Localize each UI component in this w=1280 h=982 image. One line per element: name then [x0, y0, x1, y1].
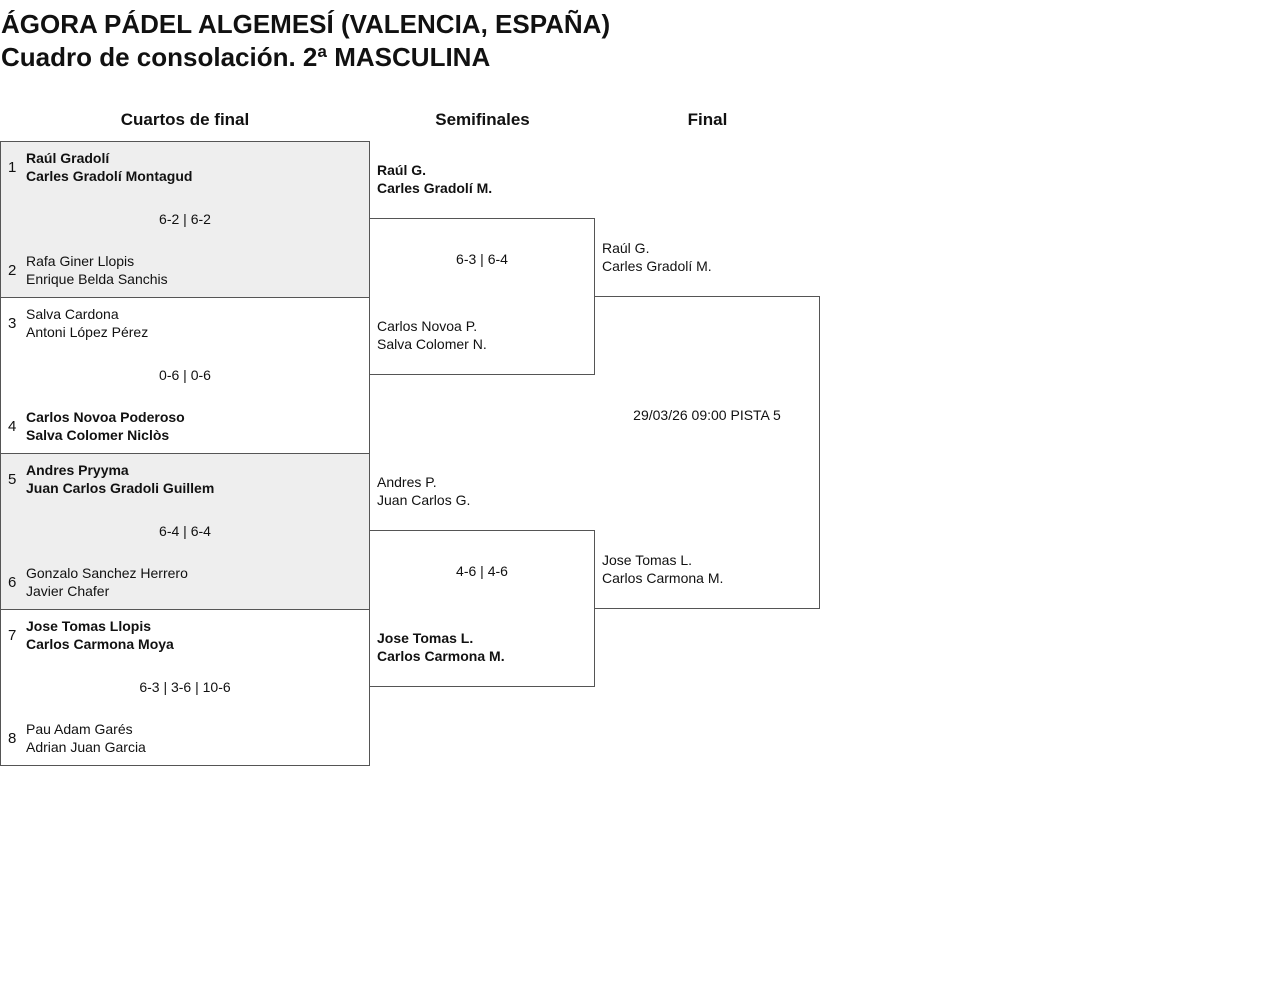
match-score: 6-4 | 6-4 — [159, 523, 211, 539]
match-score: 6-2 | 6-2 — [159, 211, 211, 227]
seed-number: 8 — [8, 730, 17, 747]
final-schedule: 29/03/26 09:00 PISTA 5 — [633, 407, 781, 423]
seed-number: 7 — [8, 627, 17, 644]
semi-2-score: 4-6 | 4-6 — [456, 563, 508, 579]
seed-number: 1 — [8, 159, 17, 176]
semi-2-top-team: Andres P.Juan Carlos G. — [377, 474, 471, 508]
round-header-final: Final — [687, 110, 728, 129]
page-title: ÁGORA PÁDEL ALGEMESÍ (VALENCIA, ESPAÑA) — [1, 9, 611, 39]
semi-2-bottom-team: Jose Tomas L.Carlos Carmona M. — [377, 630, 505, 664]
match-score: 0-6 | 0-6 — [159, 367, 211, 383]
seed-number: 4 — [8, 418, 17, 435]
semi-1-bottom-team: Carlos Novoa P.Salva Colomer N. — [377, 318, 487, 352]
seed-number: 5 — [8, 471, 17, 488]
seed-number: 2 — [8, 262, 17, 279]
final-top-team: Raúl G.Carles Gradolí M. — [602, 240, 712, 274]
match-score: 6-3 | 3-6 | 10-6 — [139, 679, 231, 695]
seed-number: 3 — [8, 315, 17, 332]
final-bottom-team: Jose Tomas L.Carlos Carmona M. — [602, 552, 724, 586]
semi-1-top-team: Raúl G.Carles Gradolí M. — [377, 162, 493, 196]
final-box — [594, 296, 820, 609]
seed-number: 6 — [8, 574, 17, 591]
page-subtitle: Cuadro de consolación. 2ª MASCULINA — [1, 42, 491, 72]
semi-1-score: 6-3 | 6-4 — [456, 251, 508, 267]
round-header-quarters: Cuartos de final — [120, 110, 250, 129]
round-header-semis: Semifinales — [435, 110, 530, 129]
